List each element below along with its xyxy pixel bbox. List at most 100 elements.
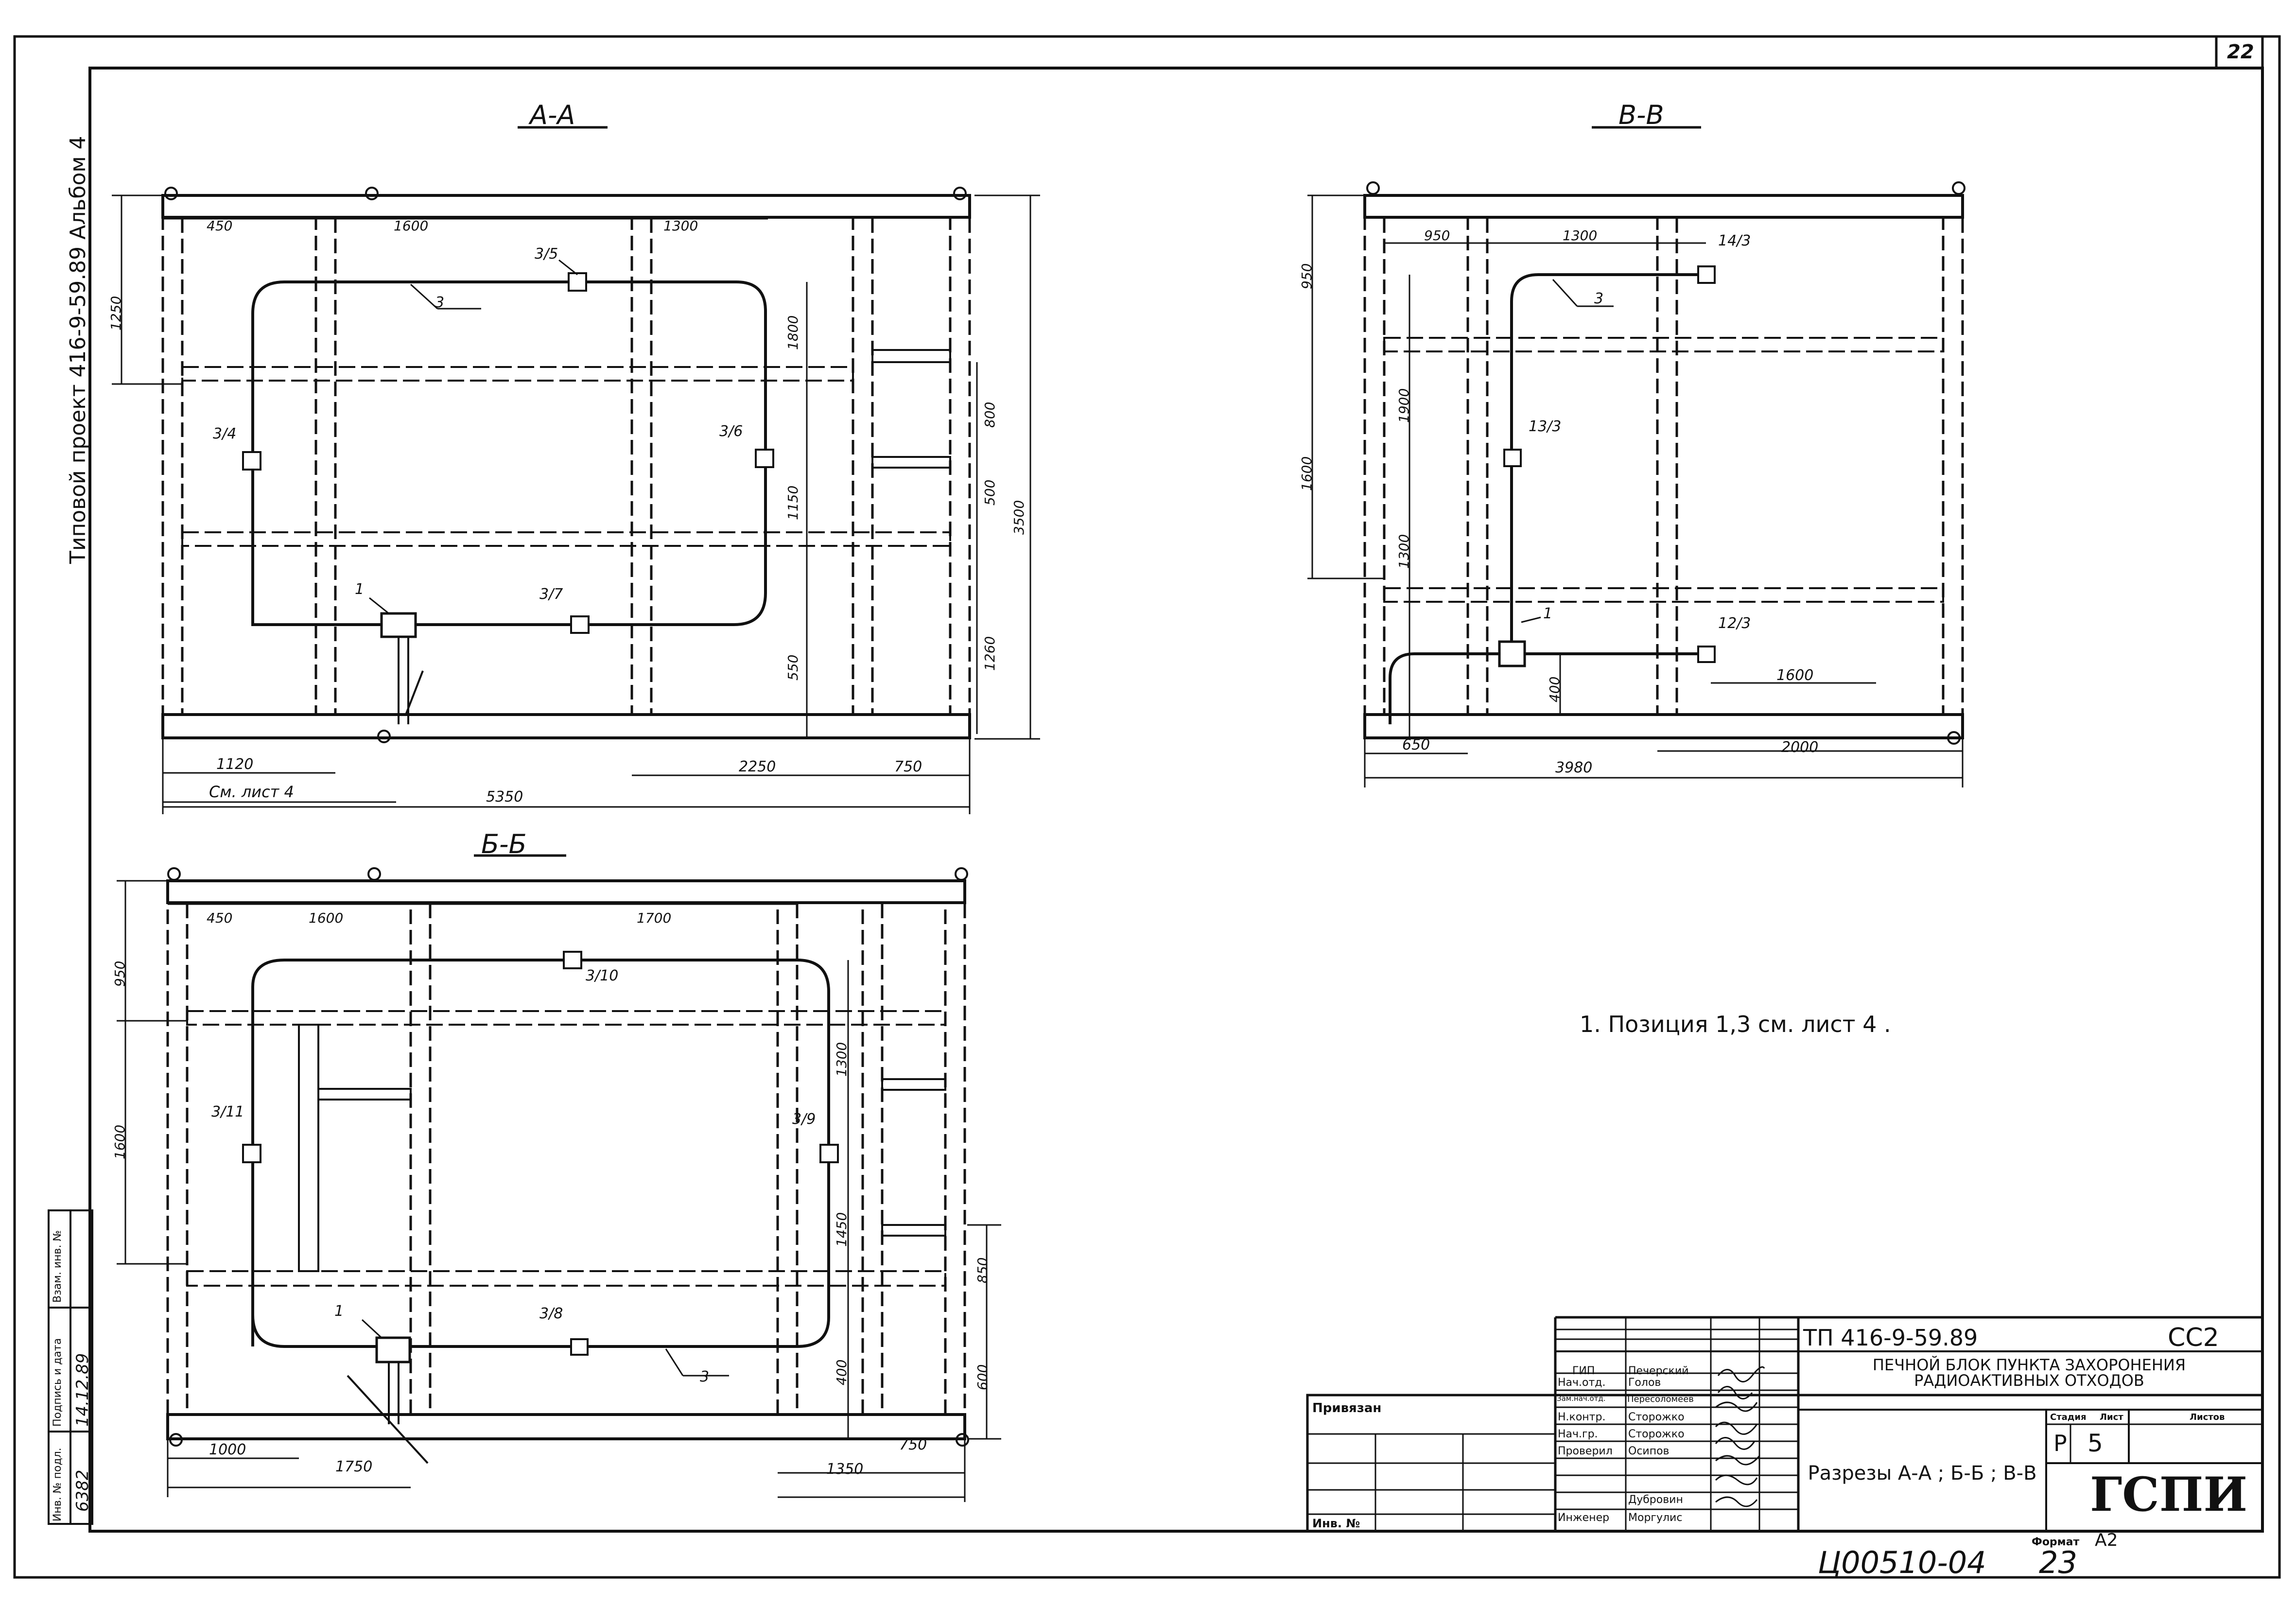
tb-name-2: Пересоломеев [1627, 1394, 1694, 1404]
tb-name-3: Сторожко [1628, 1411, 1685, 1423]
tb-sheets-label: Листов [2190, 1412, 2225, 1422]
bb-dim-bottom-750: 750 [899, 1436, 927, 1453]
tb-role-gip: ГИП [1572, 1365, 1595, 1377]
tb-stage-value: Р [2053, 1430, 2067, 1456]
aa-dim-bottom-5350: 5350 [486, 788, 523, 805]
bb-dim-right-1450: 1450 [834, 1212, 850, 1247]
tb-name-0: Печерский [1628, 1365, 1689, 1377]
vv-dim-left-950: 950 [1299, 263, 1315, 289]
tb-object-name-text: Печной блок пункта захоронения радиоакти… [1872, 1356, 2186, 1390]
aa-dim-right-1800: 1800 [785, 315, 801, 350]
left-stamp-grid [48, 1209, 93, 1525]
bb-dim-right-850: 850 [974, 1257, 991, 1283]
bb-dim-right-400: 400 [834, 1359, 850, 1385]
aa-label-3-6: 3/6 [719, 423, 743, 440]
page-number-box [2215, 35, 2264, 70]
vv-dim-left-1600: 1600 [1299, 456, 1315, 491]
vv-label-3: 3 [1594, 290, 1604, 307]
format-label: Формат [2032, 1536, 2080, 1548]
aa-dim-right-3500: 3500 [1011, 500, 1027, 535]
aa-dim-left-1250: 1250 [108, 296, 124, 331]
bb-label-3-10: 3/10 [586, 967, 619, 984]
vv-dim-left-1300: 1300 [1396, 534, 1412, 569]
section-aa-title: А-А [530, 100, 575, 130]
bb-dim-left-950: 950 [112, 961, 128, 987]
aa-dim-right-500: 500 [982, 479, 998, 506]
aa-dim-right-1150: 1150 [785, 485, 801, 520]
vv-dim-top-950: 950 [1424, 227, 1450, 244]
bottom-page-number: 23 [2039, 1545, 2077, 1580]
tb-sheet-value: 5 [2087, 1429, 2103, 1457]
vv-label-1: 1 [1543, 605, 1553, 622]
tb-drawing-title-text: Разрезы А-А ; Б-Б ; В-В [1808, 1462, 2037, 1485]
tb-role-nach-gr: Нач.гр. [1558, 1428, 1598, 1440]
tb-name-1: Голов [1628, 1377, 1661, 1389]
bb-dim-top-450: 450 [207, 910, 233, 926]
bb-label-3: 3 [700, 1368, 710, 1385]
tb-org-name: ГСПИ [2090, 1467, 2248, 1522]
bb-label-3-8: 3/8 [539, 1305, 563, 1322]
section-bb-drawing [117, 854, 1001, 1502]
page-number: 22 [2227, 41, 2254, 63]
section-bb-title: Б-Б [481, 829, 527, 859]
vv-dim-bottom-2000: 2000 [1781, 739, 1819, 756]
vv-dim-bottom-3980: 3980 [1555, 759, 1593, 776]
tb-sheet-code: СС2 [2168, 1323, 2219, 1352]
vv-label-13-3: 13/3 [1529, 418, 1562, 435]
aa-dim-top-1600: 1600 [394, 218, 429, 234]
general-note: 1. Позиция 1,3 см. лист 4 . [1580, 1011, 1891, 1037]
aa-dim-bottom-2250: 2250 [739, 758, 776, 775]
bb-dim-bottom-1750: 1750 [335, 1458, 373, 1475]
tb-name-4: Сторожко [1628, 1428, 1685, 1440]
tb-role-proveril: Проверил [1558, 1445, 1613, 1457]
vv-dim-1600: 1600 [1776, 667, 1814, 684]
title-block-grid [1306, 1316, 2264, 1533]
aa-dim-top-1300: 1300 [663, 218, 698, 234]
aa-dim-bottom-1120: 1120 [216, 756, 254, 773]
aa-label-3-5: 3/5 [535, 245, 558, 262]
tb-sheet-label: Лист [2100, 1412, 2123, 1422]
tb-inv-no: Инв. № [1312, 1517, 1360, 1530]
bb-dim-left-1600: 1600 [112, 1124, 128, 1159]
tb-name-7: Моргулис [1628, 1512, 1683, 1524]
vv-dim-bottom-650: 650 [1402, 736, 1430, 753]
side-project-label: Типовой проект 416-9-59.89 Альбом 4 [66, 136, 90, 564]
section-aa-drawing [112, 126, 1040, 814]
bb-dim-right-600: 600 [974, 1364, 991, 1390]
vv-dim-left-400: 400 [1547, 676, 1563, 702]
bb-label-1: 1 [334, 1303, 344, 1320]
vv-dim-left-1900: 1900 [1396, 388, 1412, 423]
vv-label-14-3: 14/3 [1718, 232, 1751, 249]
tb-role-zam-nach: Зам.нач.отд. [1557, 1394, 1606, 1403]
stamp-value-inv-podl: 6382 [73, 1469, 92, 1512]
aa-label-1: 1 [355, 581, 365, 598]
stamp-value-sign-date: 14.12.89 [73, 1353, 92, 1427]
tb-drawing-title: Разрезы А-А ; Б-Б ; В-В [1803, 1463, 2041, 1484]
tb-name-5: Осипов [1628, 1445, 1670, 1457]
bb-label-3-11: 3/11 [211, 1103, 244, 1120]
aa-label-3: 3 [435, 294, 445, 311]
vv-dim-top-1300: 1300 [1563, 227, 1598, 244]
section-vv-drawing [1307, 126, 1966, 787]
aa-dim-right-800: 800 [982, 402, 998, 428]
aa-label-3-4: 3/4 [213, 425, 237, 442]
tb-project-code: ТП 416-9-59.89 [1803, 1325, 1978, 1351]
tb-object-name: Печной блок пункта захоронения радиоакти… [1803, 1357, 2255, 1388]
bb-dim-right-1300: 1300 [834, 1042, 850, 1077]
tb-name-6: Дубровин [1628, 1494, 1683, 1506]
bb-label-3-9: 3/9 [792, 1111, 816, 1128]
bb-dim-top-1700: 1700 [637, 910, 672, 926]
tb-role-n-kontr: Н.контр. [1558, 1411, 1606, 1423]
aa-dim-right-1260: 1260 [982, 636, 998, 671]
tb-role-inzhener: Инженер [1558, 1512, 1610, 1524]
stamp-header-inv-podl: Инв. № подл. [52, 1448, 64, 1521]
vv-label-12-3: 12/3 [1718, 615, 1751, 632]
section-vv-title: В-В [1618, 100, 1664, 130]
aa-dim-bottom-750: 750 [894, 758, 922, 775]
stamp-header-sign-date: Подпись и дата [52, 1338, 64, 1427]
aa-reference-note: См. лист 4 [209, 783, 294, 801]
aa-label-3-7: 3/7 [539, 586, 563, 603]
bb-dim-bottom-1350: 1350 [826, 1461, 864, 1478]
aa-dim-right-550: 550 [785, 654, 801, 681]
tb-stage-label: Стадия [2050, 1412, 2087, 1422]
